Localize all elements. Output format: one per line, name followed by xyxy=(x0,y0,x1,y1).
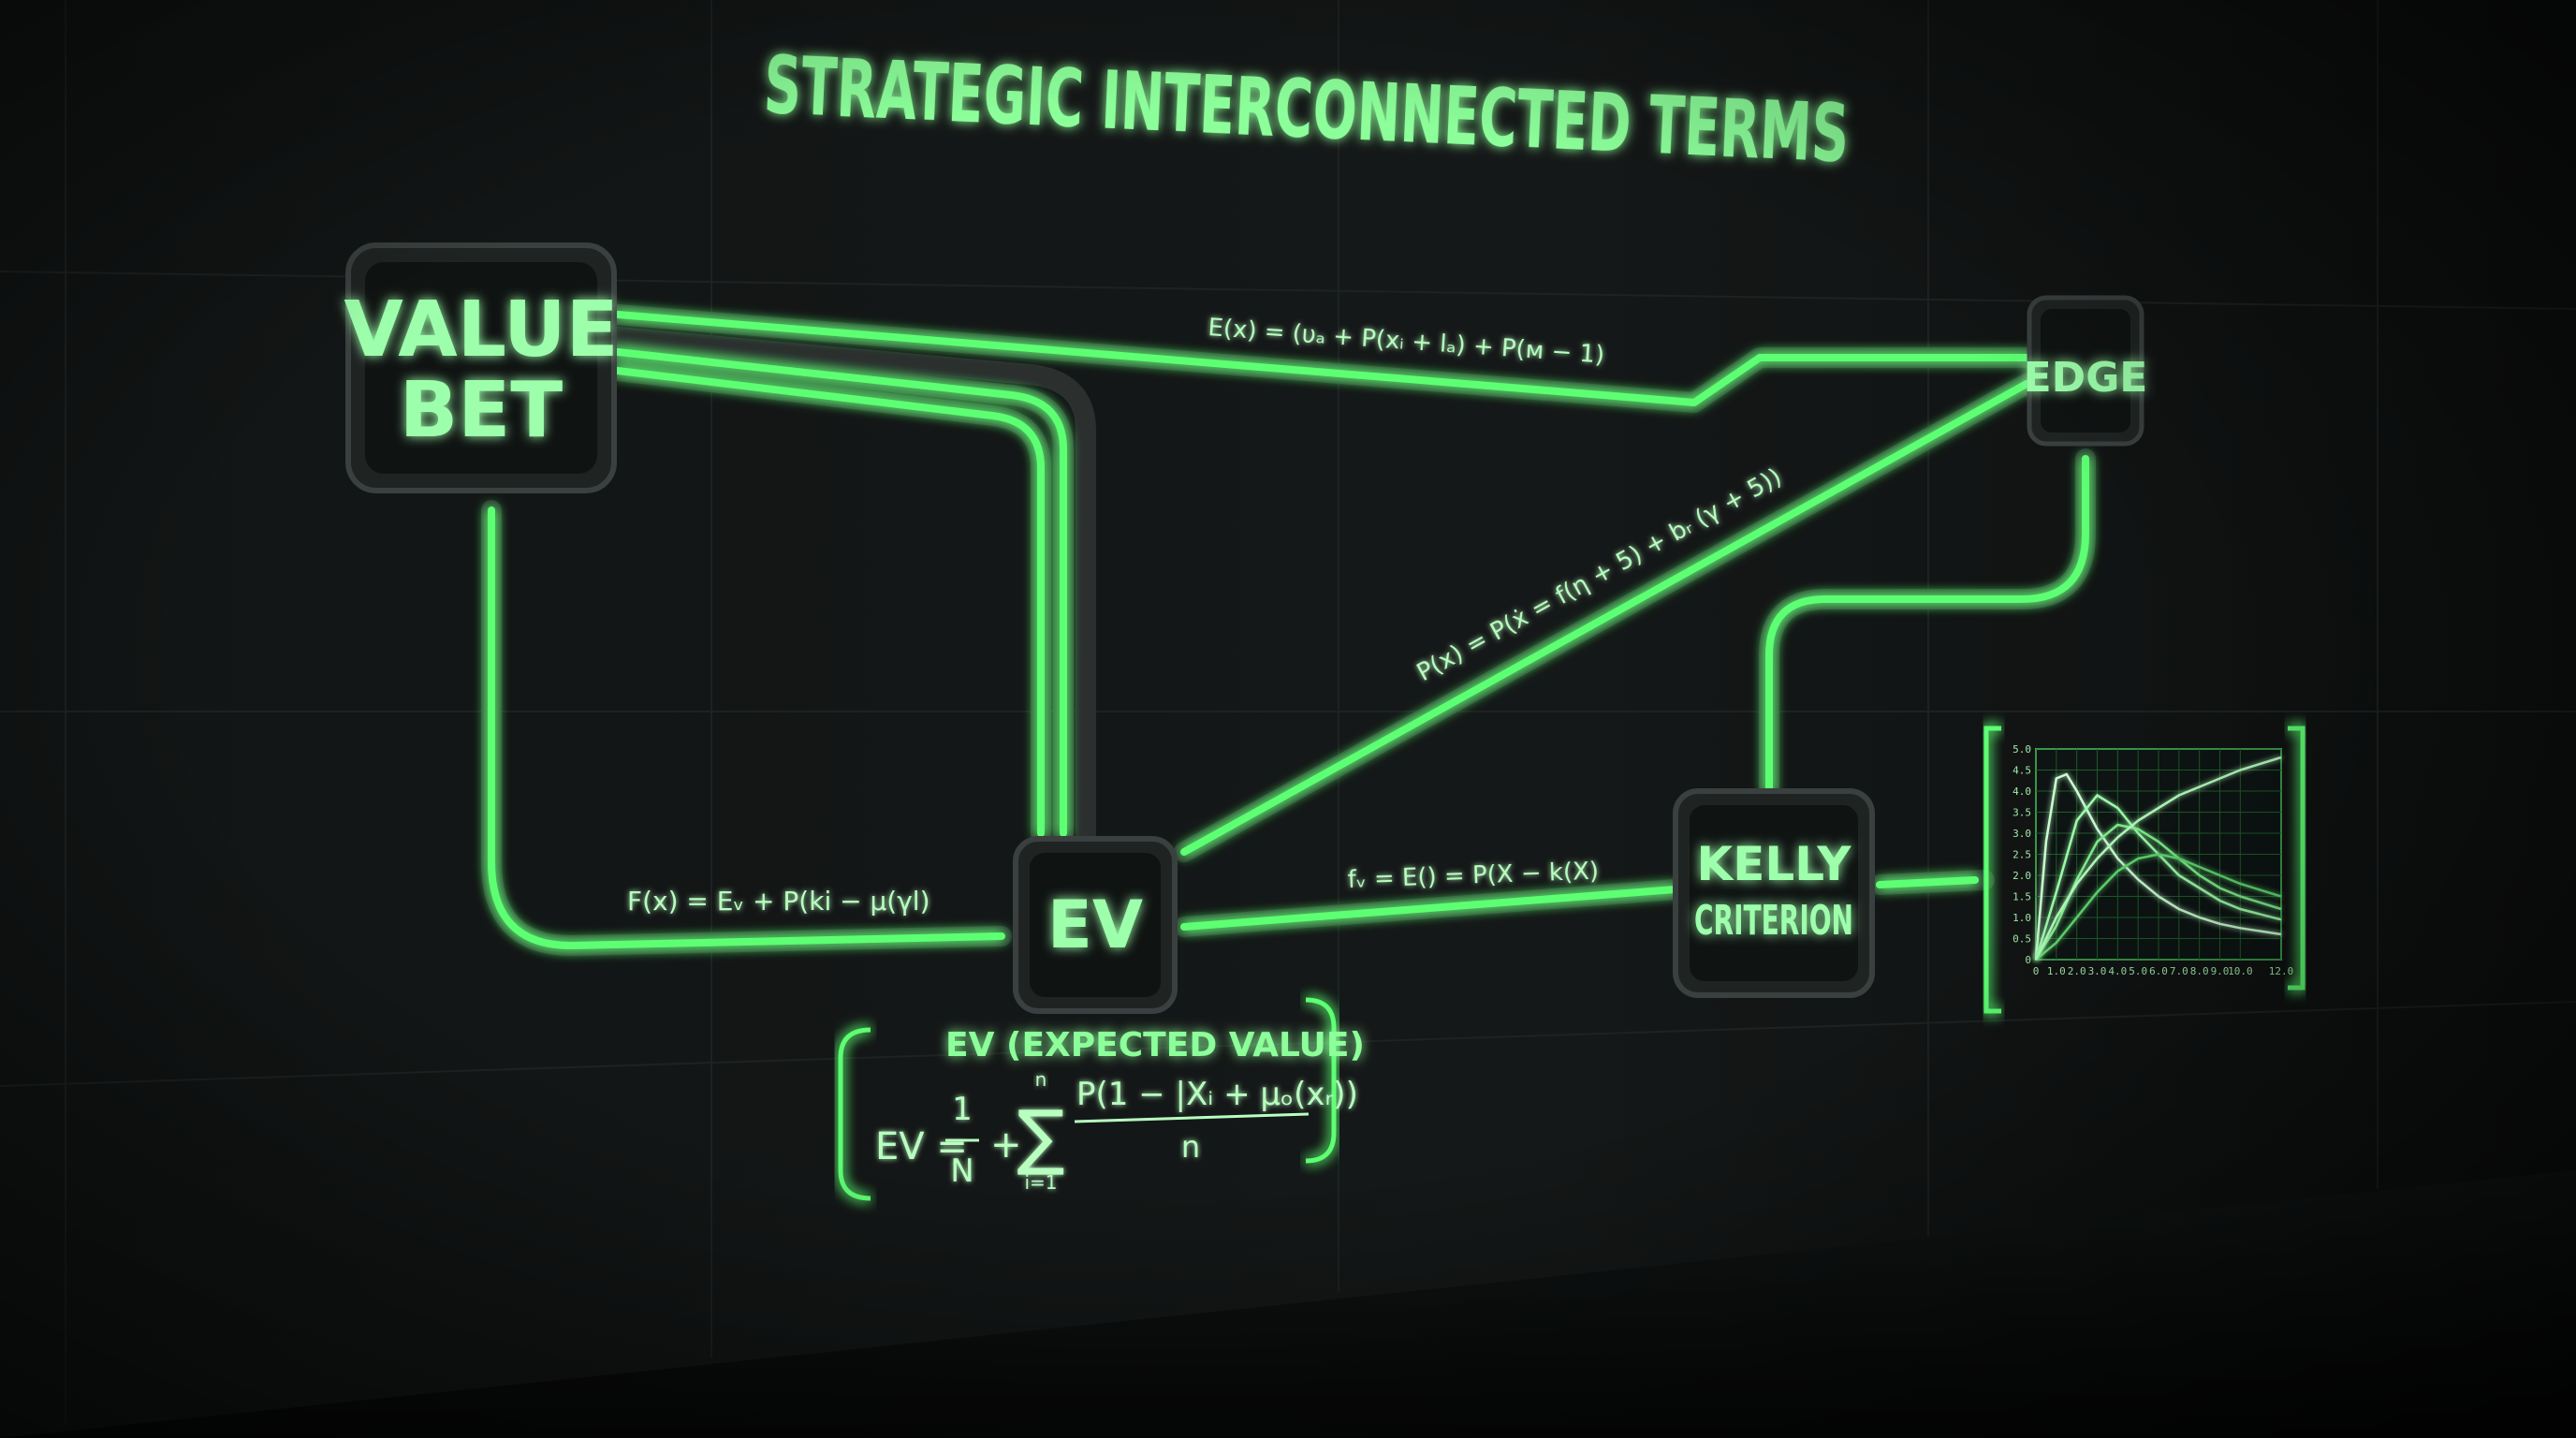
chart-x-tick-label: 4.0 xyxy=(2108,965,2127,977)
chart-x-tick-label: 5.0 xyxy=(2129,965,2147,977)
node-kelly-line2: CRITERION xyxy=(1694,897,1853,945)
node-kelly-line1: KELLY xyxy=(1696,837,1852,891)
node-ev-label: EV xyxy=(1047,887,1143,963)
ev-box-frac-num: 1 xyxy=(952,1091,973,1128)
chart-y-tick-label: 2.5 xyxy=(2012,849,2031,861)
node-ev[interactable]: EV xyxy=(1013,836,1178,1014)
ev-box-sum-symbol: ∑ xyxy=(1017,1094,1064,1178)
chart-x-tick-label: 2.0 xyxy=(2068,965,2086,977)
chart-x-tick-label: 12.0 xyxy=(2269,965,2294,977)
chart-y-tick-label: 1.5 xyxy=(2012,891,2031,903)
chart-y-tick-label: 5.0 xyxy=(2012,743,2031,756)
chart-y-tick-label: 0.5 xyxy=(2012,933,2031,946)
chart-x-tick-label: 0 xyxy=(2033,965,2040,977)
link-kelly-chart xyxy=(1876,876,1979,888)
chart-x-tick-label: 3.0 xyxy=(2088,965,2107,977)
node-kelly[interactable]: KELLY CRITERION xyxy=(1673,788,1875,998)
chart-y-tick-label: 2.0 xyxy=(2012,870,2031,882)
chart-x-tick-label: 10.0 xyxy=(2228,965,2253,977)
chart-y-tick-label: 3.5 xyxy=(2012,807,2031,819)
chart-y-tick-label: 0 xyxy=(2025,954,2031,966)
chart-y-tick-label: 3.0 xyxy=(2012,828,2031,840)
ev-box-numerator: P(1 − |Xᵢ + μₒ(xᵣ)) xyxy=(1076,1076,1358,1113)
chart-x-tick-label: 1.0 xyxy=(2047,965,2066,977)
formula-left: F(x) = Eᵥ + P(ki − μ(γl) xyxy=(627,886,930,917)
node-edge[interactable]: EDGE xyxy=(2024,295,2148,447)
ev-box-heading: EV (EXPECTED VALUE) xyxy=(945,1026,1365,1064)
ev-box-sum-top: n xyxy=(1035,1068,1047,1091)
chart-y-tick-label: 4.0 xyxy=(2012,785,2031,798)
chart-y-tick-label: 4.5 xyxy=(2012,765,2031,777)
ev-box-frac-den: N xyxy=(950,1152,973,1190)
node-edge-label: EDGE xyxy=(2024,354,2148,402)
chart-x-tick-label: 9.0 xyxy=(2211,965,2230,977)
node-value-bet[interactable]: VALUE BET xyxy=(344,242,619,493)
chart-x-tick-label: 7.0 xyxy=(2170,965,2188,977)
chart-y-tick-label: 1.0 xyxy=(2012,912,2031,924)
chart-x-tick-label: 8.0 xyxy=(2190,965,2209,977)
chart-x-tick-label: 6.0 xyxy=(2149,965,2168,977)
ev-box-denominator: n xyxy=(1181,1129,1200,1165)
node-value-bet-line1: VALUE xyxy=(344,286,618,374)
ev-box-sum-bottom: i=1 xyxy=(1024,1171,1057,1194)
node-value-bet-line2: BET xyxy=(400,366,564,455)
